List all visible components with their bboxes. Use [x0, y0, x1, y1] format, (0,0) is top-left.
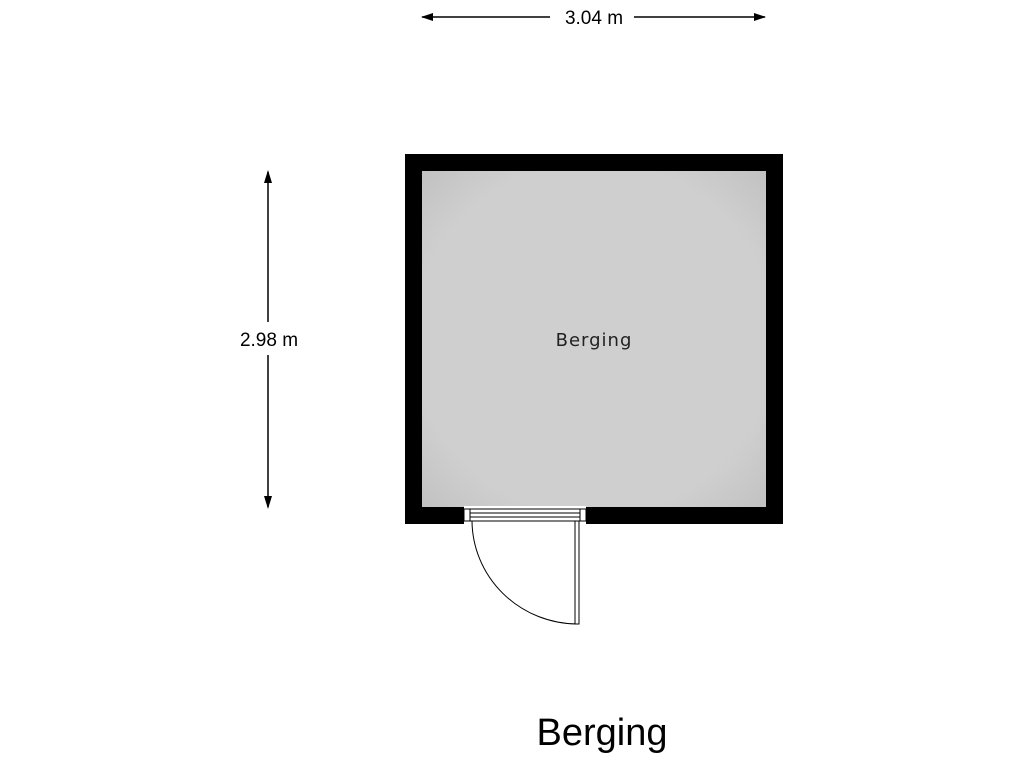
- door-jamb-right: [579, 508, 587, 522]
- door-swing-arc: [471, 520, 578, 625]
- height-arrow-bottom: [264, 496, 272, 509]
- height-dimension: 2.98 m: [240, 170, 298, 509]
- width-arrow-right: [754, 13, 766, 21]
- door-leaf: [574, 520, 580, 625]
- floor-title: Berging: [536, 712, 668, 754]
- width-dimension: 3.04 m: [421, 8, 766, 29]
- door-jamb-left: [463, 508, 471, 522]
- door: [471, 520, 580, 625]
- height-arrow-top: [264, 170, 272, 183]
- door-frame: [463, 508, 587, 522]
- door-threshold: [463, 508, 587, 522]
- room-floor: [422, 171, 766, 507]
- height-dimension-label: 2.98 m: [240, 330, 298, 351]
- width-dimension-label: 3.04 m: [565, 8, 623, 29]
- room-label: Berging: [556, 330, 633, 351]
- width-arrow-left: [421, 13, 433, 21]
